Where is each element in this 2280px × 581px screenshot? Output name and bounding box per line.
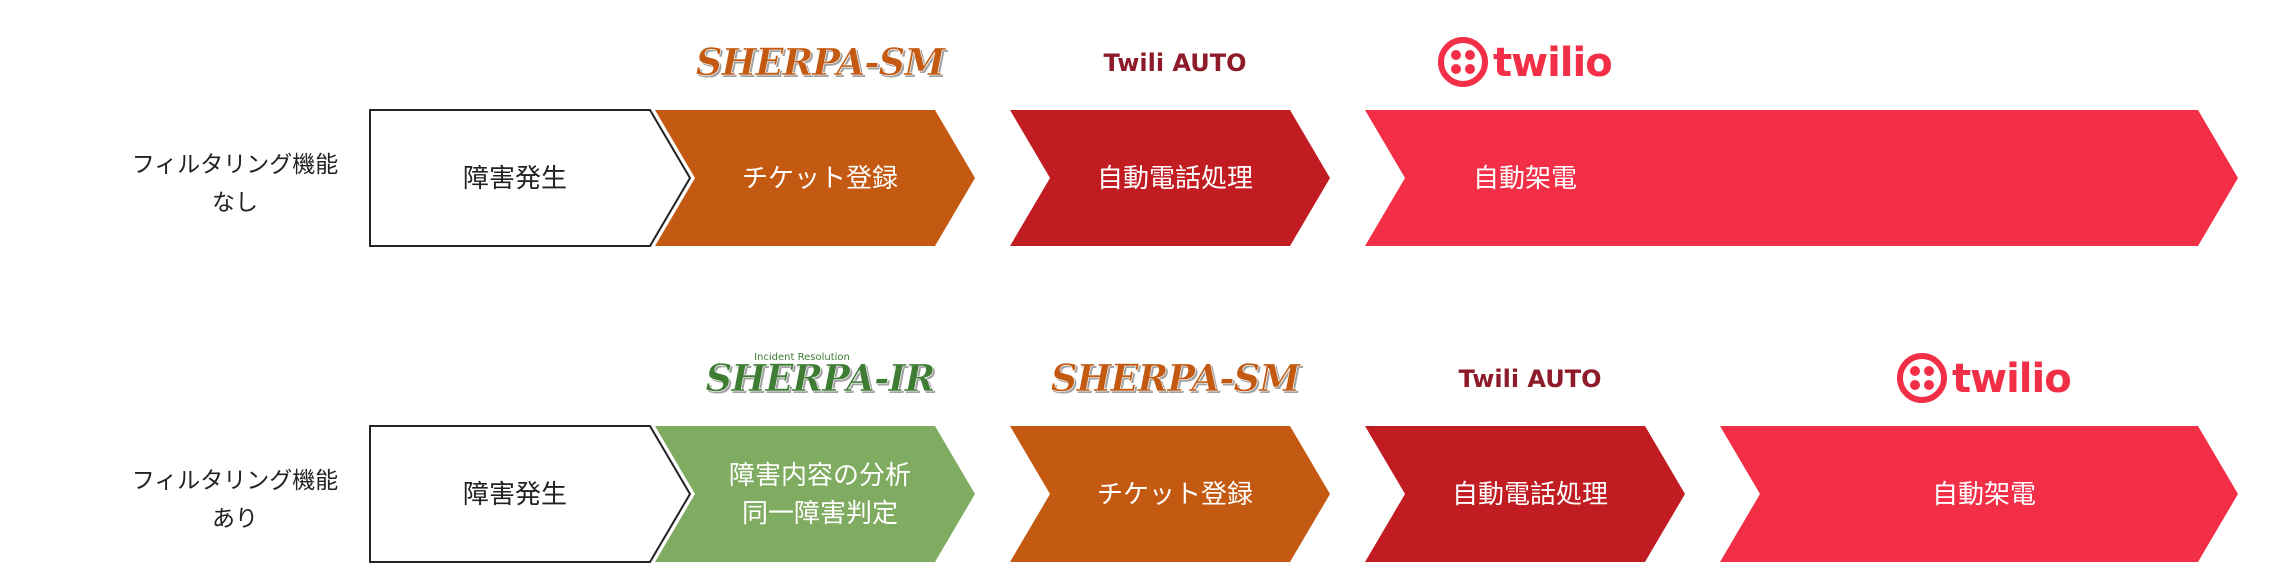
step-arrow-shape [655,426,975,562]
svg-text:SHERPA-SM: SHERPA-SM [698,42,949,86]
step-label: 障害内容の分析同一障害判定 [729,461,911,529]
step-label: 障害発生 [463,480,567,510]
twili-auto-logo: Twili AUTO [1458,365,1601,393]
svg-text:SHERPA-IR: SHERPA-IR [706,356,935,400]
process-step: 自動架電 [1720,426,2238,562]
svg-text:twilio: twilio [1952,356,2071,402]
row-label: フィルタリング機能なし [132,152,339,216]
step-arrow-shape [1010,110,1330,246]
step-arrow-shape [655,110,975,246]
svg-text:SHERPA-IR: SHERPA-IR [708,358,937,402]
svg-text:SHERPA-SM: SHERPA-SM [696,40,947,84]
row-label: フィルタリング機能あり [132,468,339,532]
step-label: チケット登録 [742,164,898,194]
twili-auto-logo: Twili AUTO [1103,49,1246,77]
step-label: 自動架電 [1473,164,1577,194]
twilio-circle-icon [1438,37,1488,87]
step-label: 自動電話処理 [1452,480,1608,510]
step-label: 自動電話処理 [1097,164,1253,194]
svg-text:Incident Resolution: Incident Resolution [754,352,850,363]
step-arrow-shape [1365,110,2238,246]
process-step: 自動架電 [1365,110,2238,246]
step-arrow-shape [1010,426,1330,562]
svg-text:Twili AUTO: Twili AUTO [1458,365,1601,393]
process-step: 障害内容の分析同一障害判定 [655,426,975,562]
process-step: チケット登録 [1010,426,1330,562]
step-label: チケット登録 [1097,480,1253,510]
step-arrow-shape [1720,426,2238,562]
svg-text:Twili AUTO: Twili AUTO [1103,49,1246,77]
svg-text:twilio: twilio [1493,40,1612,86]
step-label: 自動架電 [1932,480,2036,510]
process-step: 障害発生 [369,425,692,563]
step-arrow-shape [369,425,692,563]
process-step: 障害発生 [369,109,692,247]
svg-text:SHERPA-SM: SHERPA-SM [1053,358,1304,402]
step-label: 障害発生 [463,164,567,194]
process-step: 自動電話処理 [1365,426,1685,562]
step-arrow-shape [1365,426,1685,562]
svg-text:SHERPA-SM: SHERPA-SM [1051,356,1302,400]
twilio-logo: twilio [1438,37,1613,87]
twilio-circle-icon [1897,353,1947,403]
twilio-logo: twilio [1897,353,2072,403]
step-arrow-shape [369,109,692,247]
process-step: チケット登録 [655,110,975,246]
process-step: 自動電話処理 [1010,110,1330,246]
